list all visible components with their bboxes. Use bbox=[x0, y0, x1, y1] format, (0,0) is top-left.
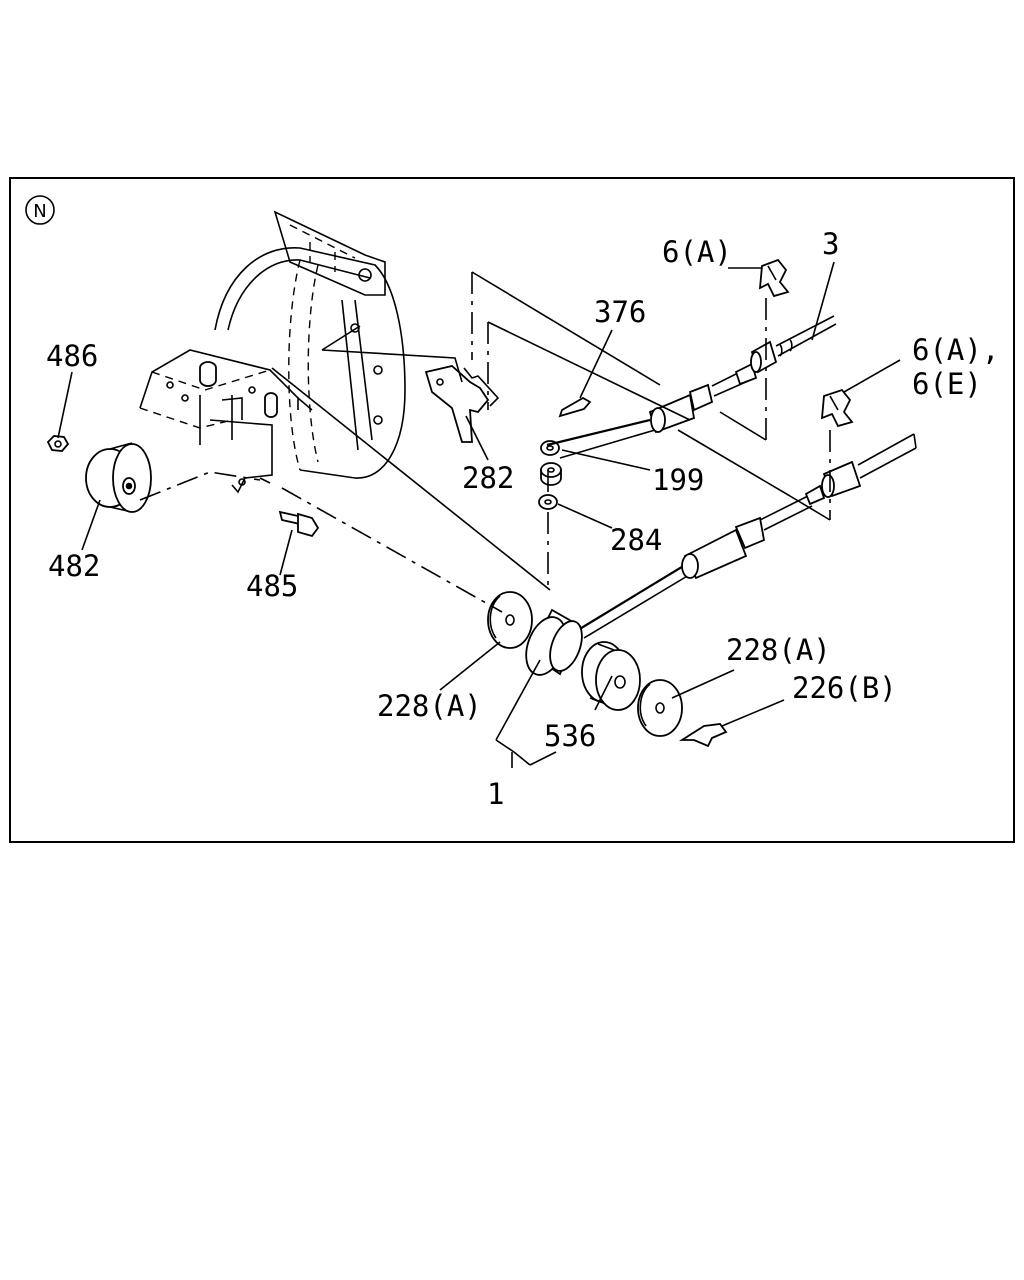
washer-228a-left bbox=[487, 591, 533, 649]
label-376: 376 bbox=[594, 295, 646, 329]
label-6a-top: 6(A) bbox=[662, 235, 732, 269]
cable-lower bbox=[577, 433, 917, 639]
label-282: 282 bbox=[462, 461, 514, 495]
bell-housing bbox=[214, 210, 406, 479]
label-486: 486 bbox=[46, 339, 98, 373]
nut-486 bbox=[46, 435, 70, 452]
label-3: 3 bbox=[822, 227, 839, 261]
pin-376 bbox=[558, 396, 592, 418]
label-1: 1 bbox=[487, 777, 504, 811]
view-marker-letter: N bbox=[33, 201, 46, 222]
washer-199 bbox=[540, 440, 562, 486]
label-284: 284 bbox=[610, 523, 662, 557]
label-228a-left: 228(A) bbox=[377, 689, 482, 723]
clip-6a-top bbox=[758, 258, 790, 298]
label-228a-right: 228(A) bbox=[726, 633, 831, 667]
washer-228a-right bbox=[637, 679, 683, 737]
bolt-485 bbox=[278, 510, 320, 538]
view-marker: N bbox=[25, 195, 55, 225]
rubber-cushion bbox=[581, 641, 641, 711]
label-226b: 226(B) bbox=[792, 671, 897, 705]
bushing-482 bbox=[85, 442, 152, 513]
diagram-frame bbox=[9, 177, 1015, 843]
label-6a-right: 6(A), bbox=[912, 333, 999, 367]
label-199: 199 bbox=[652, 463, 704, 497]
leader-lines bbox=[57, 261, 901, 768]
label-536: 536 bbox=[544, 719, 596, 753]
clip-6a-6e bbox=[820, 388, 854, 428]
cable-bracket-282 bbox=[424, 365, 500, 443]
cable-upper-3 bbox=[546, 315, 837, 459]
washer-284 bbox=[538, 494, 558, 510]
label-485: 485 bbox=[246, 569, 298, 603]
label-6e: 6(E) bbox=[912, 367, 982, 401]
mounting-bracket bbox=[139, 349, 299, 494]
grommet-536 bbox=[525, 608, 583, 676]
assembly-lines bbox=[139, 272, 831, 613]
label-482: 482 bbox=[48, 549, 100, 583]
pin-226b bbox=[678, 723, 728, 748]
reference-lines bbox=[271, 271, 831, 591]
